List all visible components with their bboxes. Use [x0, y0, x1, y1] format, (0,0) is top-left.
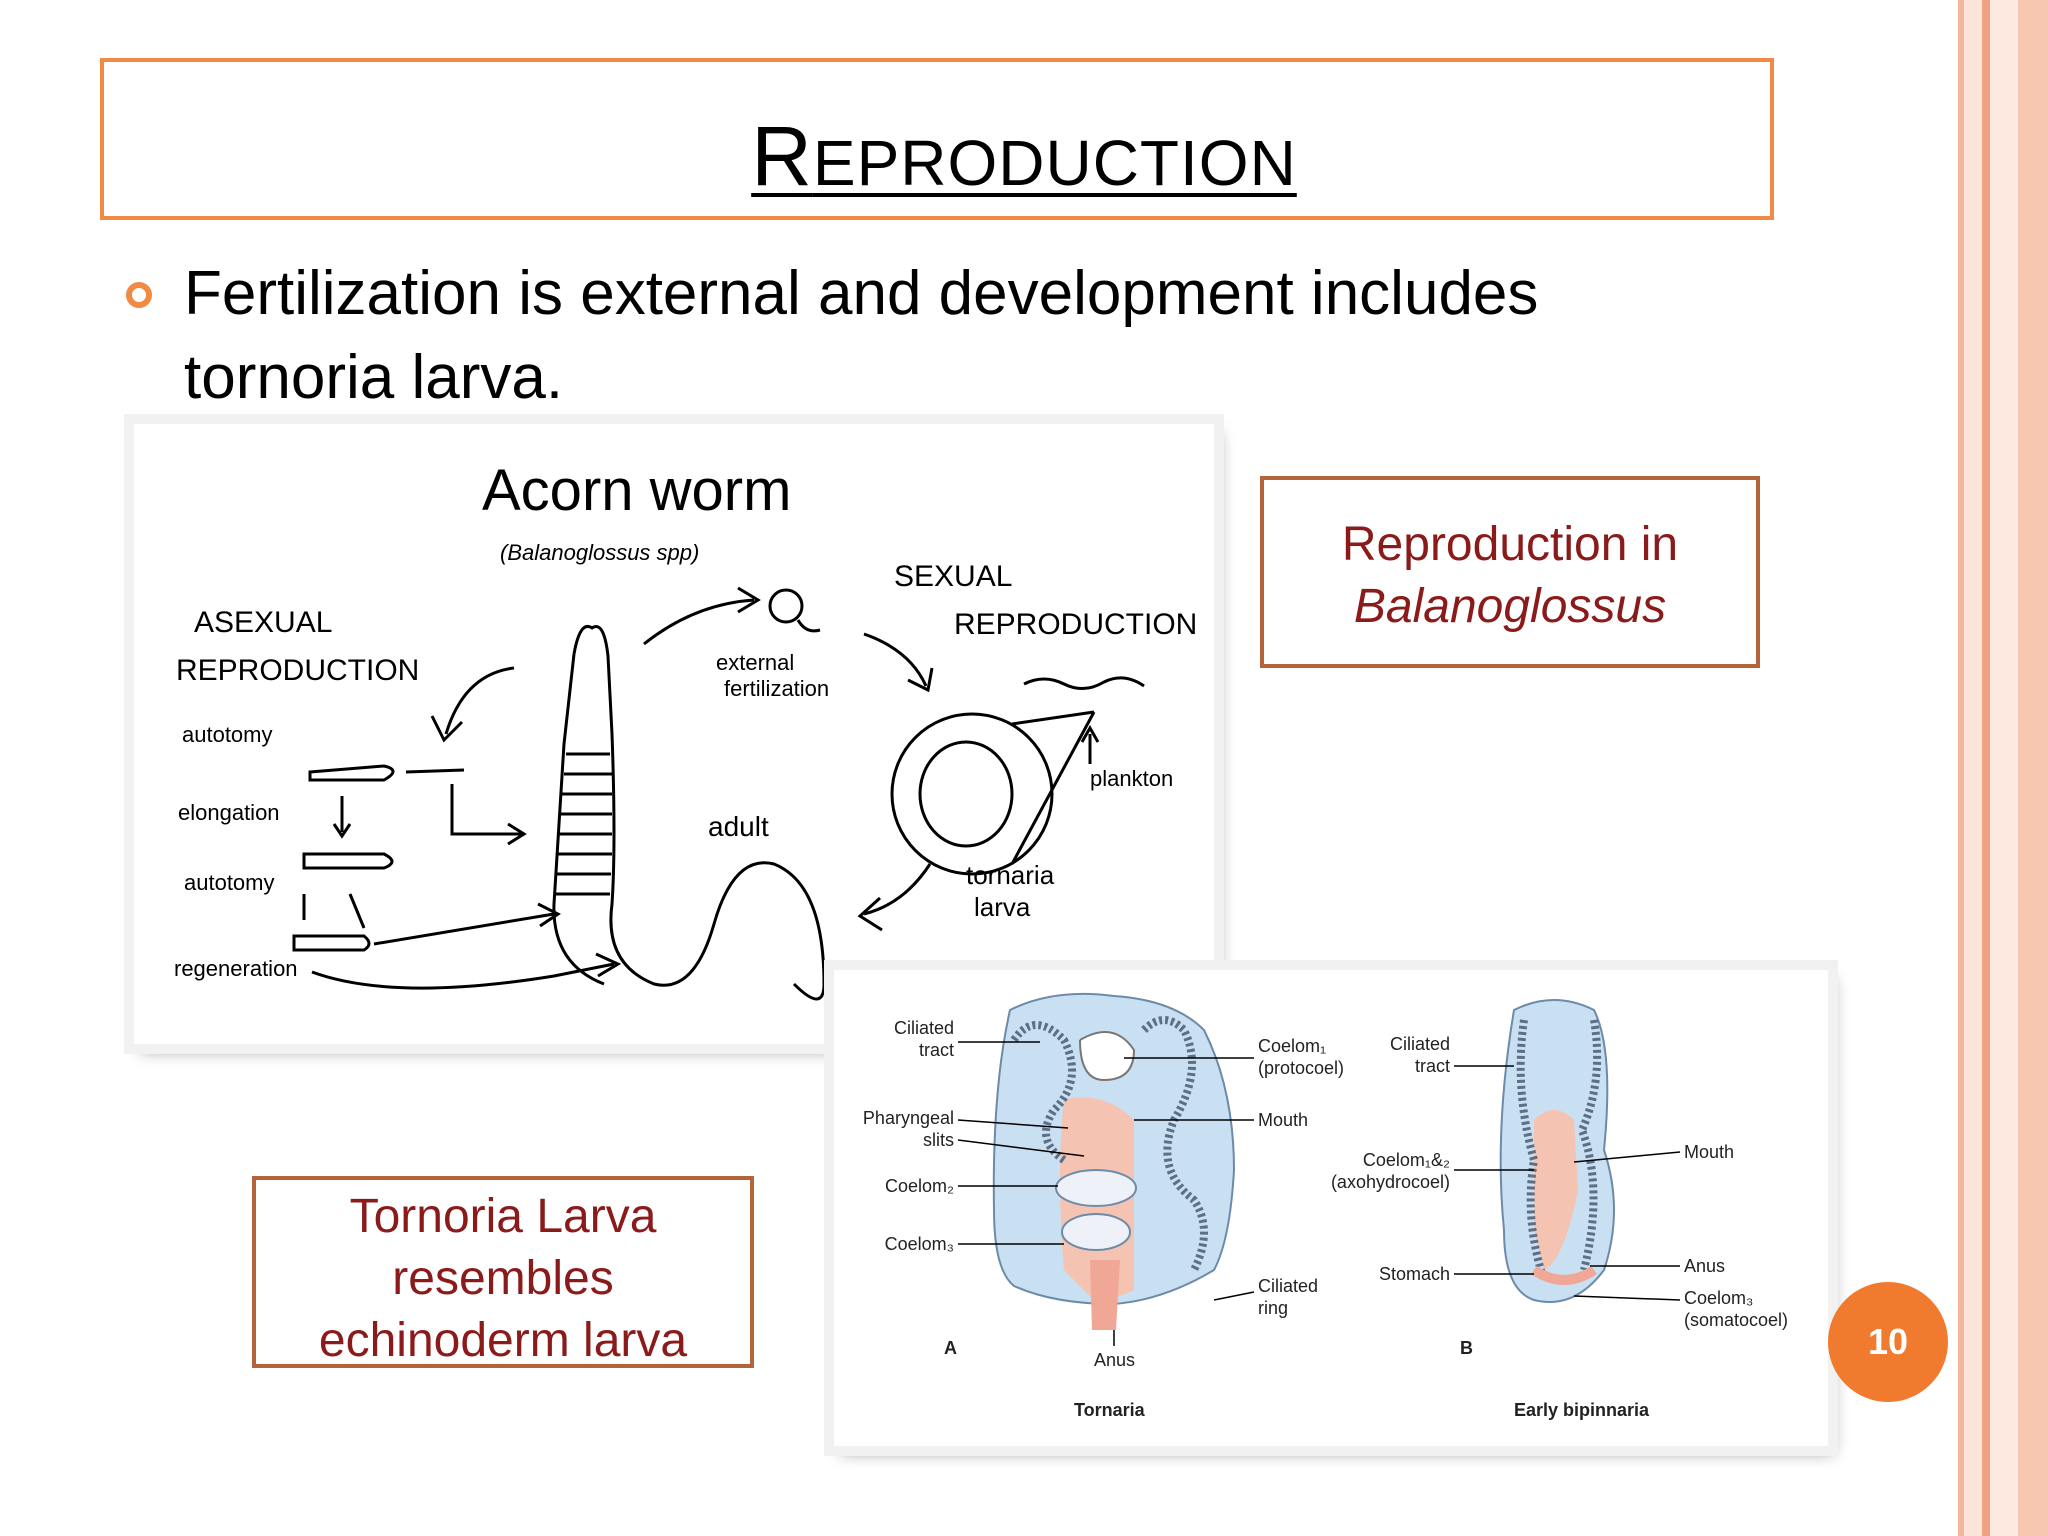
label-pharyngeal: Pharyngeal: [863, 1108, 954, 1128]
larva-label: larva: [974, 892, 1031, 922]
regeneration-label: regeneration: [174, 956, 298, 981]
adult-worm: [572, 625, 826, 1001]
label-anus-a: Anus: [1094, 1350, 1135, 1370]
plankton-label: plankton: [1090, 766, 1173, 791]
autotomy-label: autotomy: [182, 722, 273, 747]
sketch-drawing: [292, 586, 1145, 1001]
decor-stripe: [2018, 0, 2048, 1536]
decor-stripe: [1958, 0, 1964, 1536]
external-label: external: [716, 650, 794, 675]
decor-stripe: [1964, 0, 1982, 1536]
sexual-label-2: REPRODUCTION: [954, 608, 1197, 641]
label-ciliated-tract-a: Ciliated: [894, 1018, 954, 1038]
caption-tornaria: Tornaria: [1074, 1400, 1146, 1420]
label-coelom3b: Coelom₃: [1684, 1288, 1753, 1308]
label-mouth-a: Mouth: [1258, 1110, 1308, 1130]
bipinnaria-drawing: [1499, 999, 1615, 1303]
decor-stripe: [1982, 0, 1990, 1536]
reproduction-caption-line2: Balanoglossus: [1353, 580, 1667, 633]
sexual-label: SEXUAL: [894, 560, 1012, 593]
tornoria-caption-line3: echinoderm larva: [318, 1314, 688, 1367]
label-letter-a: A: [944, 1338, 957, 1358]
label-letter-b: B: [1460, 1338, 1473, 1358]
diagram-labels: Ciliated tract Pharyngeal slits Coelom₂ …: [863, 1018, 1788, 1420]
larva-circle: [890, 712, 1054, 876]
bullet-icon: [126, 282, 152, 308]
reproduction-caption-box: Reproduction in Balanoglossus: [1260, 476, 1760, 668]
label-protocoel: (protocoel): [1258, 1058, 1344, 1078]
asexual-label: ASEXUAL: [194, 606, 332, 639]
tornoria-caption-box: Tornoria Larva resembles echinoderm larv…: [252, 1176, 754, 1368]
label-coelom2: Coelom₂: [885, 1176, 954, 1196]
label-ciliated-ring: Ciliated: [1258, 1276, 1318, 1296]
label-somatocoel: (somatocoel): [1684, 1310, 1788, 1330]
acorn-worm-illustration: Acorn worm (Balanoglossus spp) ASEXUAL R…: [174, 458, 1197, 1001]
fertilization-label: fertilization: [724, 676, 829, 701]
asexual-label-2: REPRODUCTION: [176, 654, 419, 687]
label-mouth-b: Mouth: [1684, 1142, 1734, 1162]
label-slits: slits: [923, 1130, 954, 1150]
elongation-label: elongation: [178, 800, 280, 825]
tornoria-caption-line1: Tornoria Larva: [349, 1190, 657, 1243]
larva-diagram: Ciliated tract Pharyngeal slits Coelom₂ …: [834, 970, 1828, 1446]
reproduction-caption-line1: Reproduction in: [1341, 518, 1679, 571]
caption-bipinnaria: Early bipinnaria: [1514, 1400, 1650, 1420]
label-tract-b: tract: [1415, 1056, 1450, 1076]
label-ring: ring: [1258, 1298, 1288, 1318]
sketch-title: Acorn worm: [482, 458, 791, 523]
slide-title: REPRODUCTION: [751, 109, 1297, 203]
decor-stripe: [1990, 0, 2018, 1536]
autotomy-label-2: autotomy: [184, 870, 275, 895]
title-box: [100, 58, 1774, 220]
bullet-text: Fertilization is external and developmen…: [184, 259, 1539, 412]
page-number: 10: [1828, 1282, 1948, 1402]
sketch-subtitle: (Balanoglossus spp): [500, 540, 699, 565]
label-anus-b: Anus: [1684, 1256, 1725, 1276]
label-axohydrocoel: (axohydrocoel): [1331, 1172, 1450, 1192]
larva-diagram-illustration: Ciliated tract Pharyngeal slits Coelom₂ …: [863, 992, 1788, 1420]
label-tract-a: tract: [919, 1040, 954, 1060]
label-coelom3: Coelom₃: [885, 1234, 954, 1254]
leader-lines: [957, 1041, 1681, 1346]
label-stomach: Stomach: [1379, 1264, 1450, 1284]
tornaria-drawing: [992, 992, 1236, 1330]
label-ciliated-tract-b: Ciliated: [1390, 1034, 1450, 1054]
label-coelom12: Coelom₁&₂: [1363, 1150, 1450, 1170]
adult-label: adult: [708, 811, 769, 842]
label-coelom1: Coelom₁: [1258, 1036, 1326, 1056]
acorn-worm-sketch: Acorn worm (Balanoglossus spp) ASEXUAL R…: [134, 424, 1214, 1044]
tornoria-caption-line2: resembles: [392, 1252, 614, 1305]
